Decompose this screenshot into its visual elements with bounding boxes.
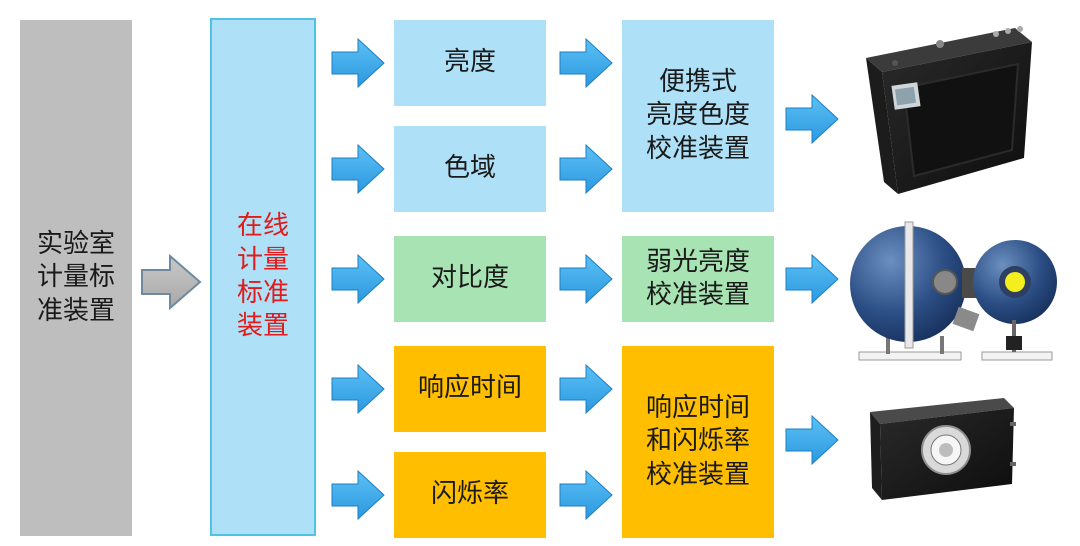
gamut-label: 色域 (443, 153, 496, 184)
arrow-right-icon (785, 414, 839, 466)
brightness-box: 亮度 (394, 20, 546, 106)
online-standard-label: 在线 计量 标准 装置 (236, 211, 289, 342)
flicker-label: 闪烁率 (430, 479, 509, 510)
portable-device-label: 便携式 亮度色度 校准装置 (645, 67, 750, 164)
brightness-label: 亮度 (443, 47, 496, 78)
arrow-right-icon (331, 363, 385, 415)
low-light-device-label: 弱光亮度 校准装置 (645, 246, 750, 310)
arrow-right-icon (559, 253, 613, 305)
flicker-box: 闪烁率 (394, 452, 546, 538)
sphere-device-image (850, 221, 1057, 361)
response-time-label: 响应时间 (417, 373, 522, 404)
lab-standard-box: 实验室 计量标 准装置 (20, 20, 132, 536)
flicker-device-image (870, 398, 1016, 500)
online-standard-box: 在线 计量 标准 装置 (210, 18, 316, 536)
arrow-right-icon (141, 253, 202, 311)
low-light-device-box: 弱光亮度 校准装置 (622, 236, 774, 322)
arrow-right-icon (559, 363, 613, 415)
contrast-label: 对比度 (430, 263, 509, 294)
arrow-right-icon (559, 469, 613, 521)
arrow-right-icon (331, 469, 385, 521)
arrow-right-icon (785, 253, 839, 305)
response-flicker-device-label: 响应时间 和闪烁率 校准装置 (645, 393, 750, 490)
arrow-right-icon (331, 143, 385, 195)
arrow-right-icon (331, 253, 385, 305)
response-time-box: 响应时间 (394, 346, 546, 432)
contrast-box: 对比度 (394, 236, 546, 322)
arrow-right-icon (559, 37, 613, 89)
lab-standard-label: 实验室 计量标 准装置 (36, 229, 115, 326)
portable-device-image (866, 26, 1032, 194)
gamut-box: 色域 (394, 126, 546, 212)
response-flicker-device-box: 响应时间 和闪烁率 校准装置 (622, 346, 774, 538)
portable-device-box: 便携式 亮度色度 校准装置 (622, 20, 774, 212)
arrow-right-icon (785, 93, 839, 145)
arrow-right-icon (331, 37, 385, 89)
arrow-right-icon (559, 143, 613, 195)
